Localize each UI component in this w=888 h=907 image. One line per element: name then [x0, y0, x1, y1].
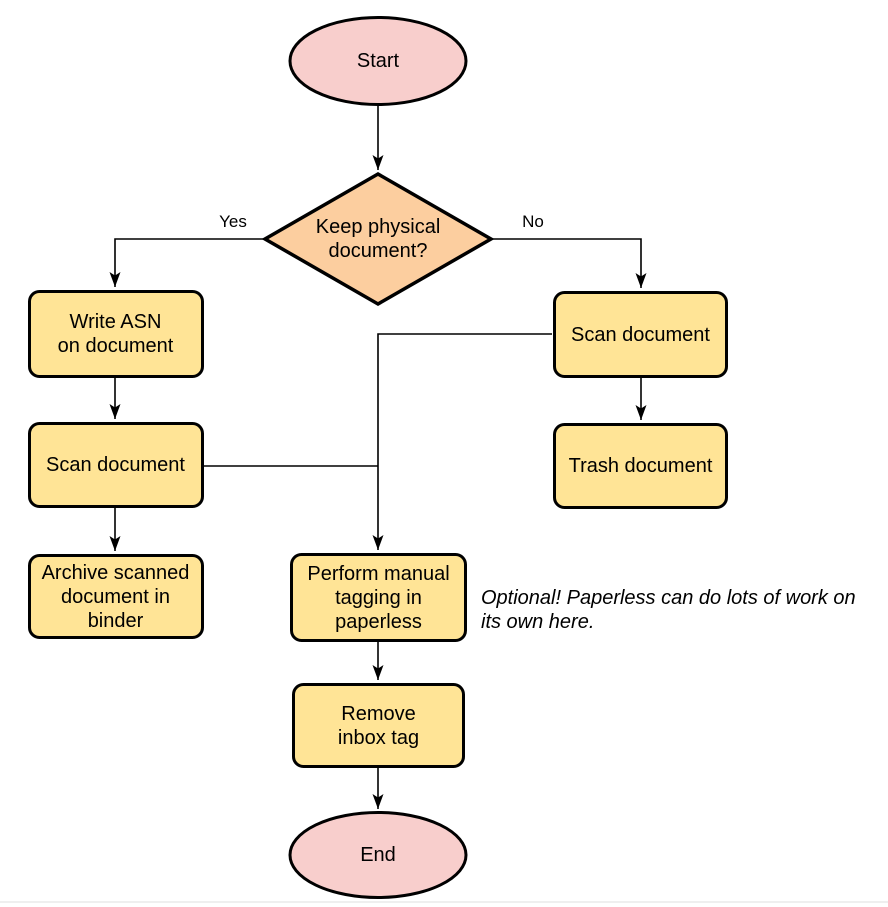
decision-node-shape [261, 171, 495, 307]
scan-right-node-shape [553, 291, 728, 378]
remove-inbox-node-shape [292, 683, 465, 768]
write-asn-node-shape [28, 290, 204, 378]
edge-decision-no-to-scan-right [491, 238, 647, 288]
edge-scan-right-to-tagging [372, 333, 552, 550]
optional-note: Optional! Paperless can do lots of work … [481, 587, 856, 634]
trash-node-shape [553, 423, 728, 509]
end-node-shape [288, 811, 468, 899]
edge-label-no: No [522, 212, 544, 231]
archive-node-shape [28, 554, 204, 639]
scan-left-node-shape [28, 422, 204, 508]
tagging-node-shape [290, 553, 467, 642]
edge-decision-yes-to-write-asn [109, 238, 265, 287]
edge-label-yes: Yes [219, 212, 247, 231]
start-node-shape [288, 16, 468, 106]
page-bottom-divider [0, 901, 888, 903]
